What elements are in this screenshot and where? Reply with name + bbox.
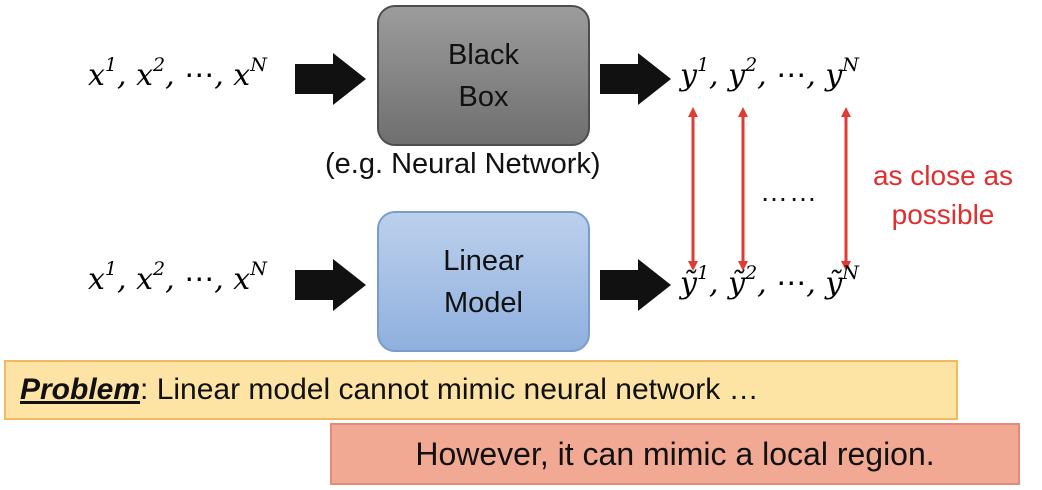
black-box-node: Black Box — [377, 5, 590, 146]
output-sequence-bottom: ỹ1, ỹ2, ⋯, ỹN — [680, 262, 859, 302]
linear-model-label-line2: Model — [444, 286, 523, 319]
linear-model-node: Linear Model — [377, 211, 590, 352]
output-arrow-bottom — [600, 259, 671, 311]
output-sequence-top: y1, y2, ⋯, yN — [680, 54, 859, 94]
close-label-line1: as close as — [872, 160, 1014, 191]
problem-callout: Problem: Linear model cannot mimic neura… — [4, 360, 958, 420]
problem-keyword: Problem — [20, 373, 141, 406]
close-label-line2: possible — [891, 199, 995, 230]
as-close-as-possible-label: as close as possible — [858, 156, 1028, 234]
input-sequence-top: x1, x2, ⋯, xN — [88, 54, 267, 94]
input-sequence-bottom: x1, x2, ⋯, xN — [88, 258, 267, 298]
however-callout: However, it can mimic a local region. — [330, 423, 1020, 485]
problem-text: : Linear model cannot mimic neural netwo… — [140, 373, 759, 406]
between-arrows-ellipsis: …… — [760, 176, 818, 207]
linear-model-label-line1: Linear — [443, 244, 524, 277]
black-box-label-line2: Box — [458, 80, 509, 113]
input-arrow-bottom — [295, 259, 366, 311]
black-box-caption: (e.g. Neural Network) — [325, 148, 601, 180]
black-box-label-line1: Black — [448, 38, 519, 71]
output-arrow-top — [600, 53, 671, 105]
input-arrow-top — [295, 53, 366, 105]
